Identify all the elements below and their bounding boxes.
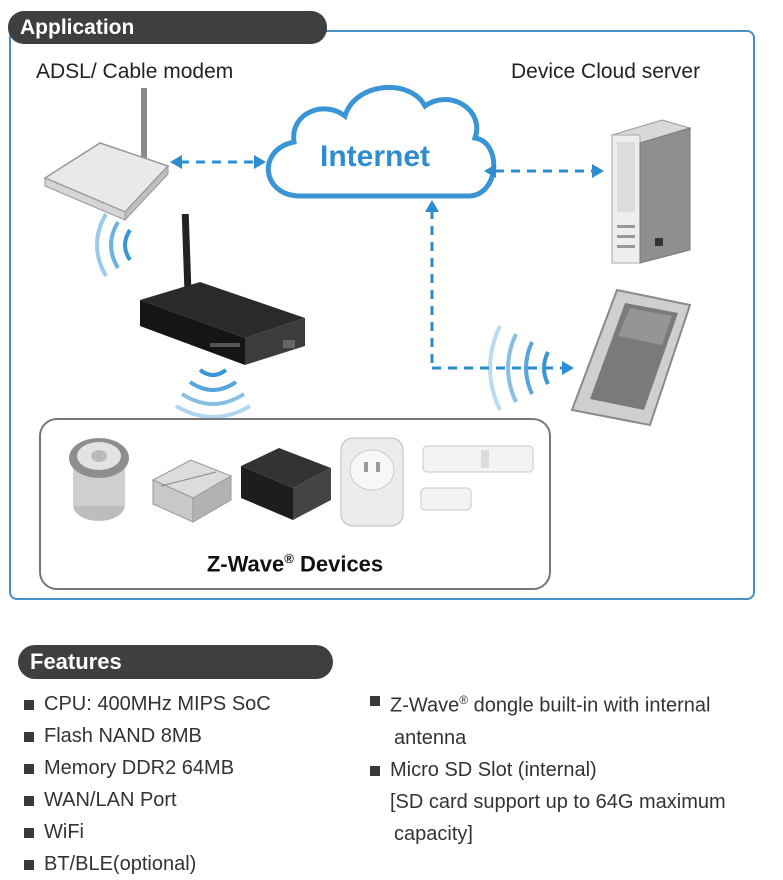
dimmer-module-icon bbox=[241, 448, 331, 520]
internet-cloud-icon bbox=[266, 85, 497, 199]
zwave-devices-images bbox=[69, 437, 534, 527]
feature-item: CPU: 400MHz MIPS SoC bbox=[24, 688, 271, 720]
feature-text: Micro SD Slot (internal) bbox=[390, 758, 597, 781]
feature-item: Micro SD Slot (internal) [SD card suppor… bbox=[370, 754, 726, 850]
features-left-list: CPU: 400MHz MIPS SoC Flash NAND 8MB Memo… bbox=[24, 688, 271, 880]
feature-text-continuation: capacity] bbox=[394, 822, 473, 845]
zwave-devices-panel: Z-Wave® Devices bbox=[39, 418, 551, 590]
feature-text: Memory DDR2 64MB bbox=[44, 757, 235, 779]
link-internet-server bbox=[484, 164, 604, 178]
door-sensor-icon bbox=[420, 445, 534, 511]
features-right-list: Z-Wave® dongle built-in with internal an… bbox=[370, 684, 726, 850]
feature-text-continuation: antenna bbox=[394, 726, 467, 749]
feature-item: Flash NAND 8MB bbox=[24, 720, 271, 752]
feature-text: Z-Wave bbox=[390, 694, 460, 717]
feature-item: WAN/LAN Port bbox=[24, 784, 271, 816]
feature-text: WAN/LAN Port bbox=[44, 789, 177, 811]
modem-label: ADSL/ Cable modem bbox=[36, 60, 234, 83]
network-diagram: Internet bbox=[43, 85, 692, 427]
registered-mark: ® bbox=[459, 693, 469, 707]
features-title: Features bbox=[30, 649, 122, 674]
feature-item: BT/BLE(optional) bbox=[24, 848, 271, 880]
modem-icon bbox=[43, 88, 170, 222]
server-icon bbox=[610, 119, 692, 264]
zwave-devices-label-main: Z-Wave bbox=[206, 551, 285, 577]
smart-plug-icon bbox=[340, 437, 404, 527]
application-title-pill: Application bbox=[8, 11, 327, 44]
gateway-wifi-waves-icon bbox=[174, 368, 252, 419]
cloud-server-label: Device Cloud server bbox=[511, 60, 701, 83]
link-modem-internet bbox=[170, 155, 266, 169]
modem-wifi-waves-icon bbox=[95, 212, 132, 278]
application-title: Application bbox=[20, 15, 135, 39]
smartphone-icon bbox=[570, 288, 692, 427]
feature-text: dongle built-in with internal bbox=[468, 694, 711, 717]
feature-item: Z-Wave® dongle built-in with internal an… bbox=[370, 684, 726, 754]
siren-device-icon bbox=[69, 438, 129, 521]
zwave-devices-label-tail: Devices bbox=[293, 551, 384, 577]
relay-module-icon bbox=[151, 459, 233, 523]
feature-item: Memory DDR2 64MB bbox=[24, 752, 271, 784]
registered-mark: ® bbox=[284, 551, 294, 566]
feature-text: CPU: 400MHz MIPS SoC bbox=[44, 693, 271, 715]
link-internet-phone bbox=[425, 200, 574, 375]
feature-text: Flash NAND 8MB bbox=[44, 725, 202, 747]
feature-text: BT/BLE(optional) bbox=[44, 853, 197, 875]
application-frame bbox=[9, 30, 755, 600]
internet-label: Internet bbox=[320, 140, 430, 173]
gateway-icon bbox=[140, 213, 305, 365]
zwave-devices-label: Z-Wave® Devices bbox=[41, 551, 549, 577]
features-title-pill: Features bbox=[18, 645, 333, 679]
feature-text-continuation: [SD card support up to 64G maximum bbox=[390, 790, 726, 813]
feature-item: WiFi bbox=[24, 816, 271, 848]
phone-wifi-waves-icon bbox=[488, 325, 550, 411]
feature-text: WiFi bbox=[44, 821, 84, 843]
